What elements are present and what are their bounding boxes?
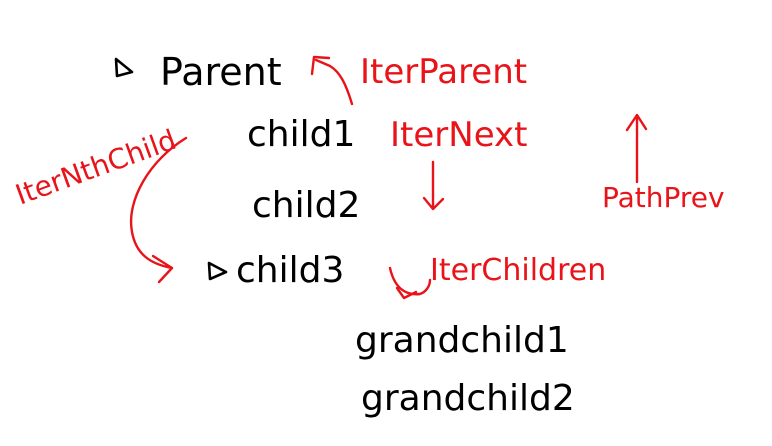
parent-expander-triangle-icon xyxy=(114,57,134,78)
annotation-iter-parent: IterParent xyxy=(360,52,527,92)
annotation-iter-nth-child: IterNthChild xyxy=(11,123,180,212)
iter-parent-arrow xyxy=(314,58,354,106)
iter-parent-arrowhead xyxy=(310,55,331,76)
tree-node-child1: child1 xyxy=(247,114,355,155)
iter-nth-child-arrow xyxy=(129,136,188,270)
annotation-iter-children: IterChildren xyxy=(430,253,606,288)
tree-node-grandchild1: grandchild1 xyxy=(355,320,569,361)
iter-children-arrow xyxy=(388,266,432,296)
iter-next-arrowhead xyxy=(422,196,445,211)
annotation-iter-next: IterNext xyxy=(390,115,527,155)
child3-expander-triangle-icon xyxy=(207,261,228,281)
iter-children-arrowhead xyxy=(395,286,418,300)
iter-nth-child-arrowhead xyxy=(151,254,174,284)
tree-node-child3: child3 xyxy=(236,250,344,291)
path-prev-arrowhead xyxy=(625,113,648,132)
annotation-path-prev: PathPrev xyxy=(602,181,725,214)
tree-node-grandchild2: grandchild2 xyxy=(361,378,575,419)
tree-node-child2: child2 xyxy=(252,185,360,226)
tree-node-parent: Parent xyxy=(160,50,282,94)
